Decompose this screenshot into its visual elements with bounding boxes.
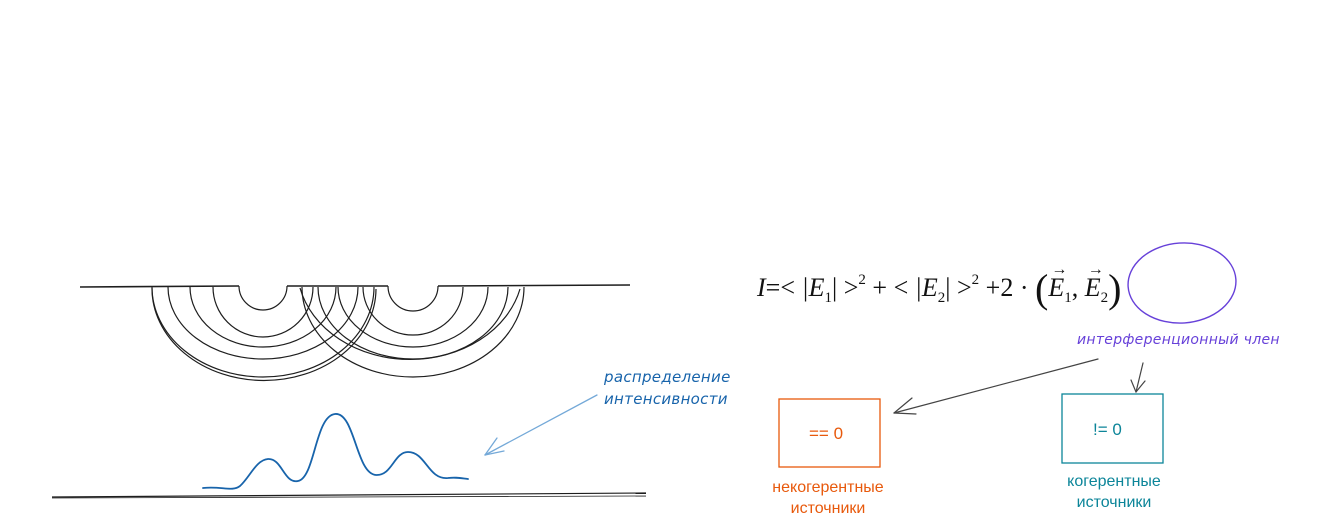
vector-arrow-1: → xyxy=(1051,261,1068,278)
formula-vector-1: →E1 xyxy=(1048,261,1072,307)
intensity-pointer-arrow xyxy=(484,394,598,456)
screen-line xyxy=(79,284,631,288)
incoherent-caption-line-1: некогерентные xyxy=(772,479,884,496)
formula-term1-close: | > xyxy=(832,273,859,302)
intensity-label-line-2: интенсивности xyxy=(604,390,728,408)
formula-close-paren: ) xyxy=(1108,266,1122,311)
coherent-box xyxy=(1061,393,1164,464)
coherent-caption-line-2: источники xyxy=(1076,494,1152,511)
intensity-label-line-1: распределение xyxy=(604,368,731,386)
baseline xyxy=(51,492,647,498)
coherent-caption-line-1: когерентные xyxy=(1067,473,1161,490)
formula-plus1: + < xyxy=(865,273,915,302)
formula-term2-close: | > xyxy=(945,273,972,302)
formula-open-paren: ( xyxy=(1034,266,1049,311)
formula-cross-coef: 2 · xyxy=(1000,273,1035,302)
intensity-distribution-label: распределение интенсивности xyxy=(604,366,731,410)
incoherent-box-value: == 0 xyxy=(809,424,844,443)
coherent-caption: когерентные источники xyxy=(1052,471,1176,513)
formula-lhs: I xyxy=(757,273,766,302)
formula-term1-exp: 2 xyxy=(858,272,866,288)
formula-vec1: E xyxy=(1048,273,1065,302)
incoherent-box xyxy=(778,398,881,468)
intensity-formula: I=< |E1| >2 + < |E2| >2 +2 · (→E1, →E2) xyxy=(757,261,1122,312)
formula-term1-sub: 1 xyxy=(824,290,833,306)
formula-term2-exp: 2 xyxy=(971,272,980,288)
formula-eq: =< xyxy=(765,273,795,302)
formula-plus2: + xyxy=(979,273,1001,302)
vector-arrow-2: → xyxy=(1087,261,1104,278)
intensity-curve xyxy=(202,413,469,490)
incoherent-arrow xyxy=(893,358,1099,415)
formula-comma: , xyxy=(1071,273,1085,302)
wavefronts-source-2 xyxy=(299,285,525,378)
formula-term2-open: |E xyxy=(914,273,938,302)
formula-vec2-sub: 2 xyxy=(1100,290,1109,306)
interference-term-circle xyxy=(1127,242,1237,324)
coherent-box-value: != 0 xyxy=(1093,420,1122,439)
interference-term-label: интерференционный член xyxy=(1077,332,1280,348)
formula-vector-2: →E2 xyxy=(1084,261,1109,307)
formula-term2-sub: 2 xyxy=(937,290,946,306)
formula-term1-open: |E xyxy=(795,273,825,302)
formula-vec1-sub: 1 xyxy=(1064,290,1072,306)
coherent-arrow xyxy=(1130,362,1146,393)
formula-vec2: E xyxy=(1084,273,1101,302)
incoherent-caption-line-2: источники xyxy=(790,500,866,517)
incoherent-caption: некогерентные источники xyxy=(760,477,896,519)
wavefronts-source-1 xyxy=(151,285,377,382)
baseline-second-stroke xyxy=(51,495,647,499)
